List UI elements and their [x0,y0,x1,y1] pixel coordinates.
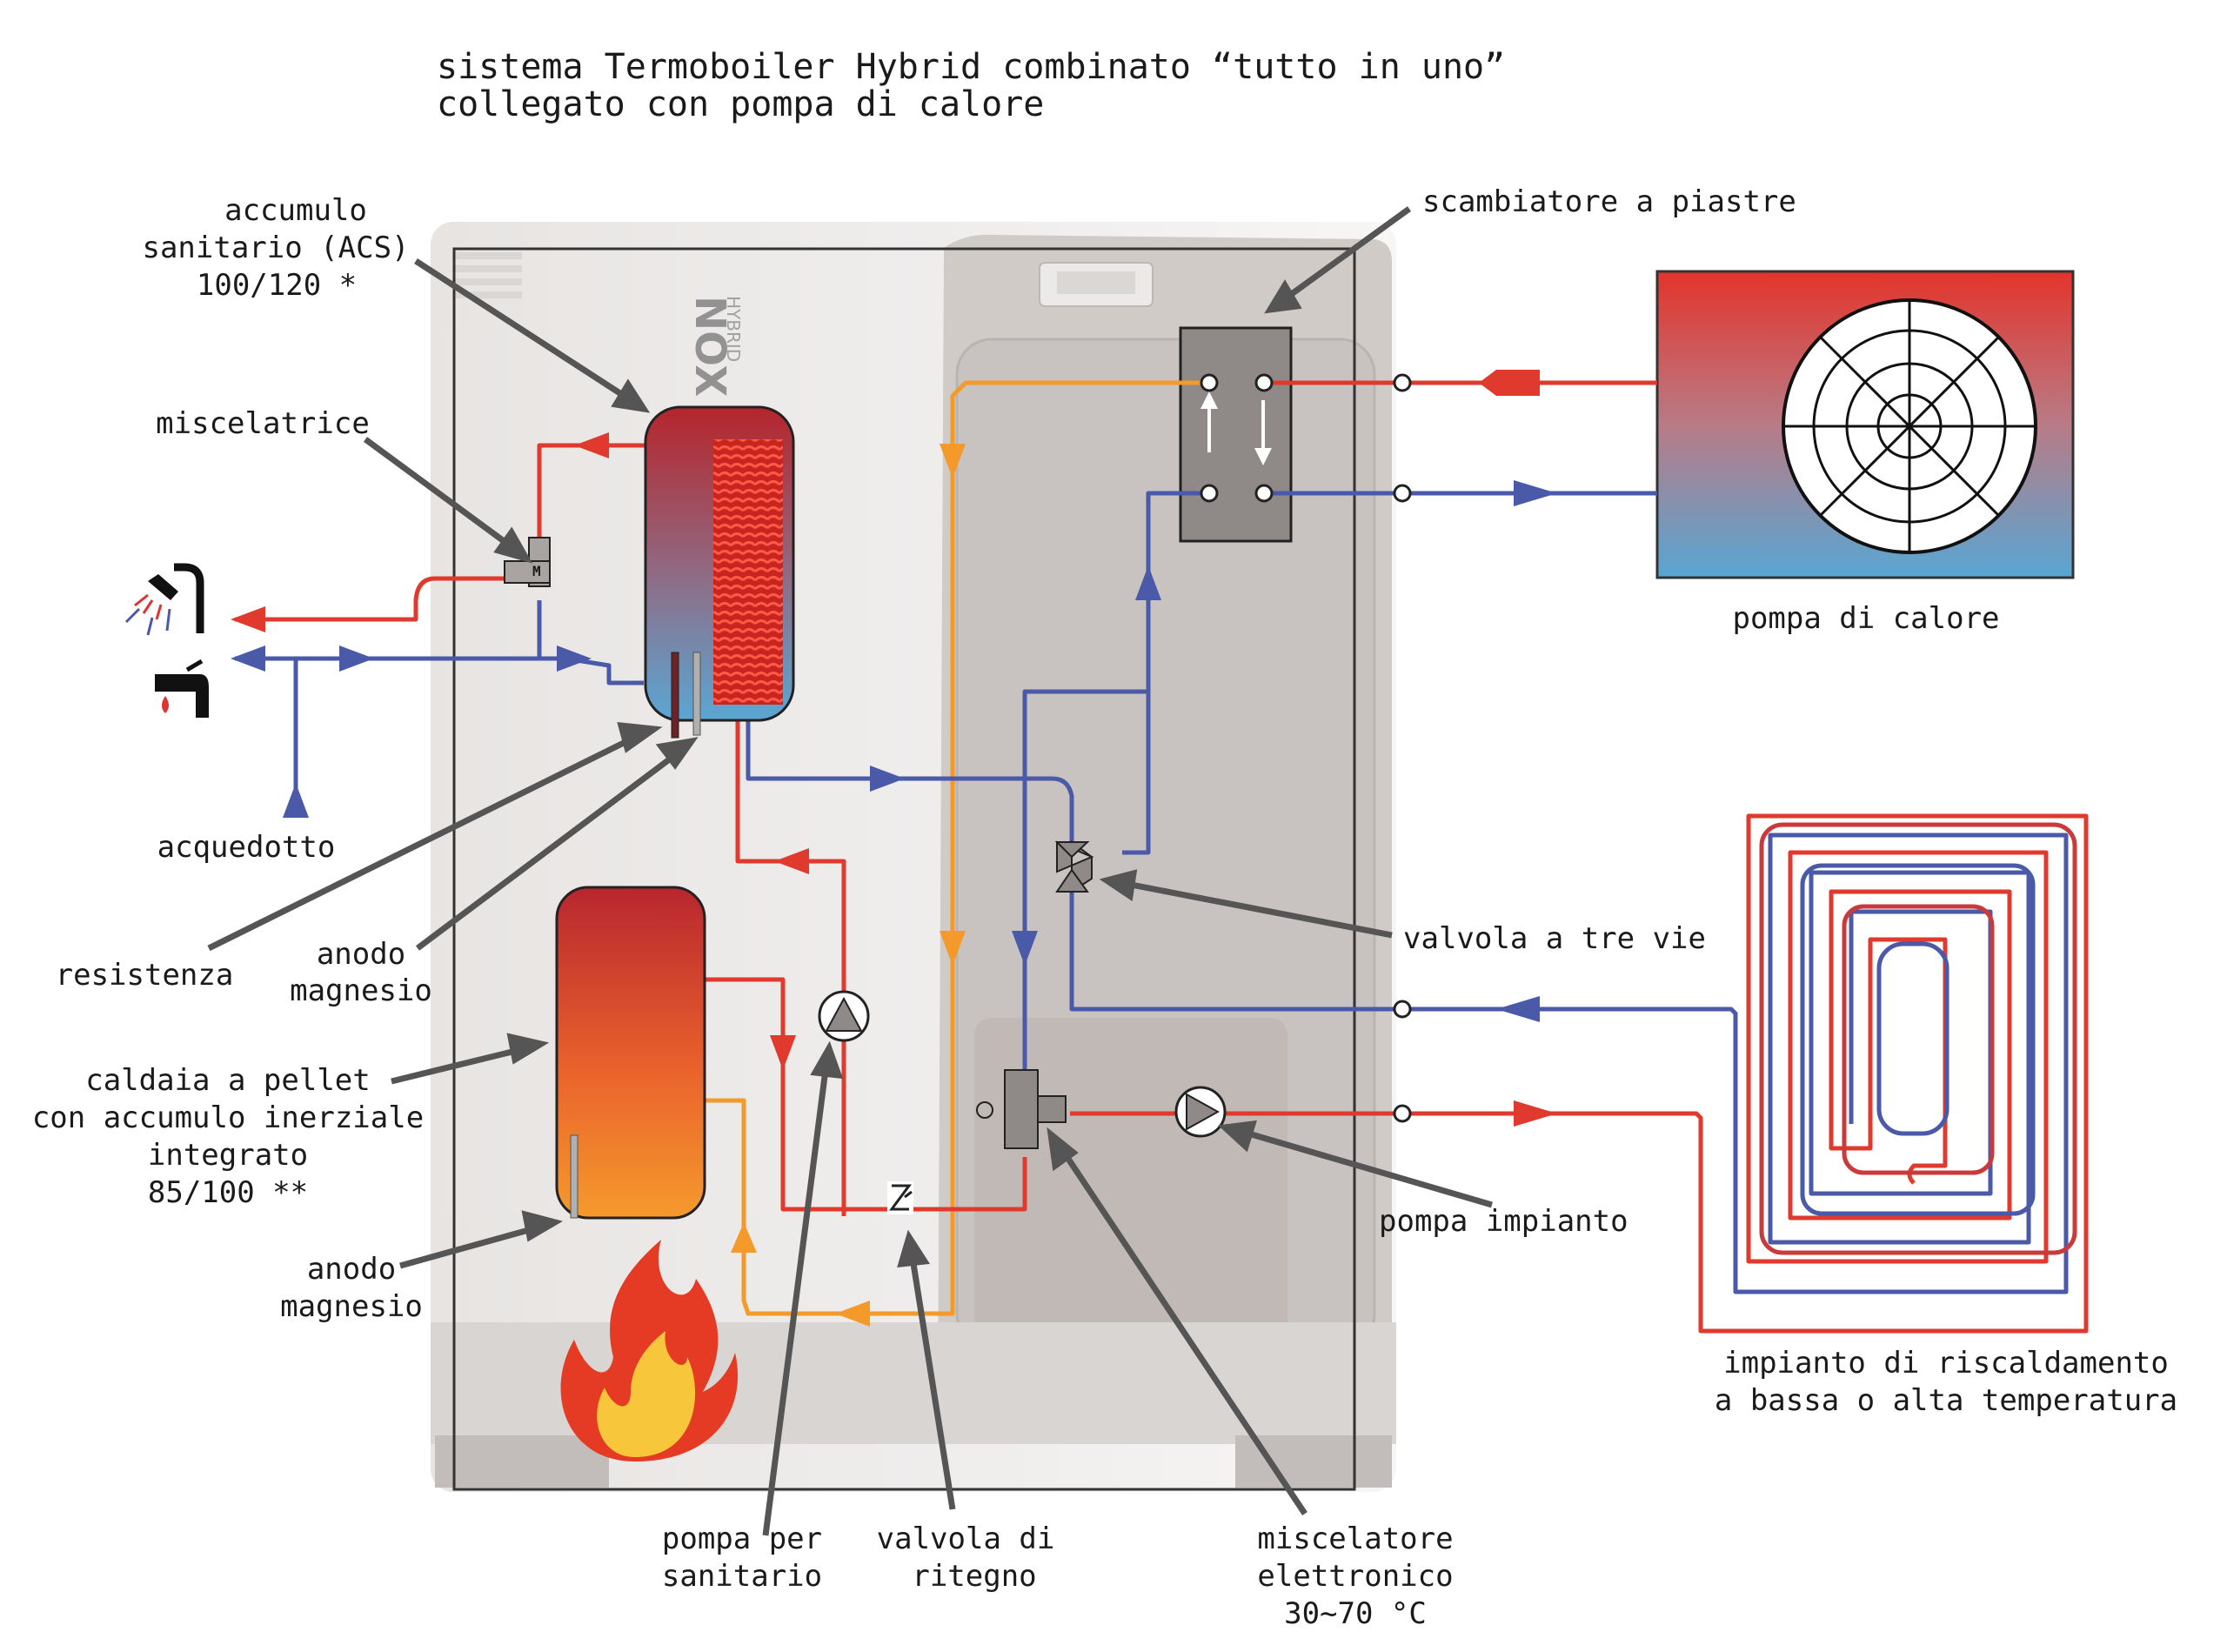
label-anodo-top-2: magnesio [290,973,432,1008]
label-misc-el-3: 30~70 °C [1284,1596,1427,1631]
check-valve [887,1181,913,1214]
label-pompa-impianto: pompa impianto [1379,1204,1628,1239]
dhw-tank [644,405,795,739]
pellet-boiler [555,886,706,1220]
mixing-valve-mark: M [532,563,541,579]
label-pompa-san-1: pompa per [662,1522,822,1556]
sanitary-pump [818,990,870,1042]
label-caldaia-3: integrato [148,1138,308,1173]
flame-icon [560,1240,739,1461]
label-accumulo-3: 100/120 * [197,268,357,303]
label-accumulo-1: accumulo [224,193,367,228]
brand-logo: NOX [685,296,734,397]
tap-icon [155,659,209,718]
labels: accumulo sanitario (ACS) 100/120 * misce… [32,184,2177,1631]
system-pump [1174,1086,1227,1138]
shower-icon [124,563,204,636]
label-anodo-bot-2: magnesio [280,1289,423,1324]
label-miscelatrice: miscelatrice [156,406,370,441]
label-caldaia-4: 85/100 ** [148,1175,308,1210]
system-frame [452,247,1356,1491]
label-misc-el-2: elettronico [1257,1559,1453,1594]
label-valvola-rit-1: valvola di [877,1522,1055,1556]
label-caldaia-2: con accumulo inerziale [32,1100,424,1135]
label-scambiatore: scambiatore a piastre [1422,184,1796,219]
heat-pump [1655,270,2075,579]
leader-lines [207,206,1493,1536]
label-anodo-top-1: anodo [317,937,405,972]
label-misc-el-1: miscelatore [1257,1522,1453,1556]
label-accumulo-2: sanitario (ACS) [142,231,409,265]
mixing-valve: M [504,537,551,587]
plate-exchanger [1179,326,1293,543]
port-connectors [1200,373,1412,1123]
label-valvola-rit-2: ritegno [912,1559,1036,1594]
title-line-1: sistema Termoboiler Hybrid combinato “tu… [437,47,1505,87]
label-caldaia-1: caldaia a pellet [85,1063,371,1098]
electronic-mixer [976,1069,1067,1149]
label-acquedotto: acquedotto [157,830,336,865]
label-pompa-san-2: sanitario [662,1559,822,1594]
three-way-valve [1054,840,1094,893]
label-anodo-bot-1: anodo [307,1252,396,1287]
label-pompa-calore: pompa di calore [1732,601,1999,636]
brand-sub: HYBRID [723,296,744,362]
title-line-2: collegato con pompa di calore [437,84,1044,124]
label-impianto-2: a bassa o alta temperatura [1715,1383,2177,1418]
label-resistenza: resistenza [56,958,234,993]
label-impianto-1: impianto di riscaldamento [1723,1346,2169,1381]
flow-arrows [231,370,1557,1327]
label-valvola-tre-vie: valvola a tre vie [1403,921,1706,956]
floor-heating-loop [1759,822,2077,1255]
